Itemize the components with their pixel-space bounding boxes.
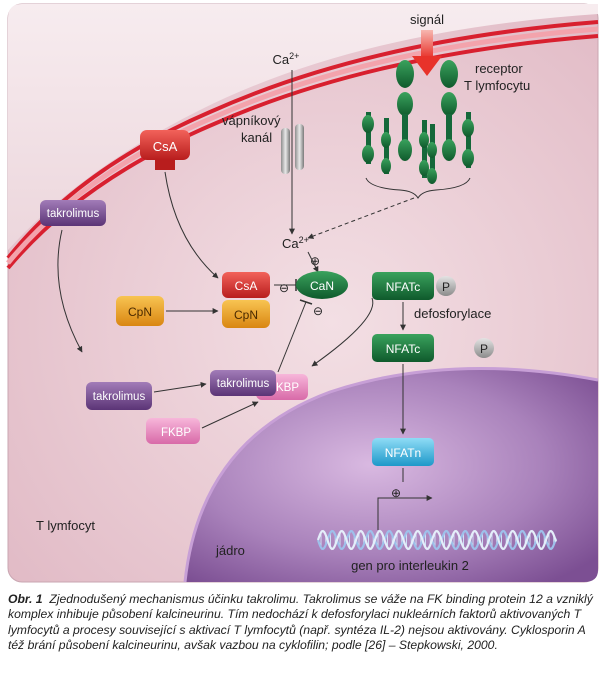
ca-top-text: Ca (273, 52, 290, 67)
can-to-fkbp-arrow (311, 297, 374, 367)
ca-top-label: Ca2+ (273, 51, 300, 67)
nfatc-mid-molecule: NFATc (372, 334, 434, 362)
cpn-complex-text: CpN (234, 308, 258, 322)
minus-can-sign: ⊖ (313, 304, 323, 318)
figure-caption: Obr. 1 Zjednodušený mechanismus účinku t… (8, 592, 600, 654)
p1-text: P (442, 280, 450, 294)
calcium-channel-icon (281, 124, 304, 174)
jadro-label: jádro (215, 543, 245, 558)
dna-helix-icon (316, 529, 558, 551)
ca-mid-label: Ca2+ (282, 235, 309, 251)
signal-arrow-icon (412, 30, 442, 76)
takrolimus-left-text: takrolimus (93, 391, 146, 403)
nfatc-top-molecule: NFATc P (372, 272, 456, 300)
can-text: CaN (310, 279, 334, 293)
csa-to-complex-arrow (164, 171, 219, 279)
fkbp-left-text: FKBP (161, 427, 191, 439)
takrolimus-complex-text: takrolimus (217, 378, 270, 390)
csa-top-molecule: CsA (140, 130, 190, 170)
channel-label-line2: kanál (241, 130, 272, 145)
can-molecule: CaN (296, 271, 348, 299)
nfatc-top-text: NFATc (386, 280, 420, 294)
extracellular-region (8, 4, 598, 250)
fkbp-complex-inhibits-can (277, 301, 307, 373)
receptor-to-ca-arrow (307, 197, 415, 239)
ca-mid-sup: 2+ (299, 235, 309, 245)
takrolimus-left-molecule: takrolimus (86, 382, 152, 410)
fkbp-left-molecule: FKBP (146, 418, 200, 444)
p2-text: P (480, 342, 488, 356)
caption-text: Zjednodušený mechanismus účinku takrolim… (8, 592, 593, 653)
nfatc-mid-text: NFATc (386, 342, 420, 356)
takrolimus-top-text: takrolimus (47, 208, 100, 220)
csa-cpn-complex: CsA CpN (222, 272, 270, 328)
t-lymfocyt-label: T lymfocyt (36, 518, 95, 533)
fkbp-to-complex-arrow (201, 401, 259, 429)
ca-top-sup: 2+ (289, 51, 299, 61)
receptor-label-line2: T lymfocytu (464, 78, 530, 93)
cpn-left-text: CpN (128, 305, 152, 319)
nfatn-text: NFATn (385, 446, 421, 460)
signal-label: signál (410, 12, 444, 27)
takrolimus-to-complex-arrow (153, 381, 207, 393)
receptor-label-line1: receptor (475, 61, 523, 76)
fkbp-complex-text: FKBP (269, 382, 299, 394)
takrolimus-top-arrow (57, 229, 83, 353)
receptor-bracket (365, 177, 471, 200)
gene-activation-arrow (377, 495, 433, 530)
plus-ca-sign: ⊕ (310, 254, 320, 268)
cpn-left-molecule: CpN (116, 296, 164, 326)
nfatn-molecule: NFATn (372, 438, 434, 466)
takrolimus-fkbp-complex: FKBP takrolimus (210, 370, 308, 400)
plus-gene-sign: ⊕ (391, 486, 401, 500)
ca-mid-text: Ca (282, 236, 299, 251)
phosphate-free: P (474, 338, 494, 358)
csa-complex-text: CsA (235, 279, 258, 293)
gene-label: gen pro interleukin 2 (351, 558, 469, 573)
defosforylace-label: defosforylace (414, 306, 491, 321)
minus-complex-sign: ⊖ (279, 281, 289, 295)
channel-label-line1: vápníkový (222, 113, 281, 128)
takrolimus-top-molecule: takrolimus (40, 200, 106, 226)
caption-label: Obr. 1 (8, 592, 43, 606)
nucleus (185, 368, 598, 582)
diagram-frame: signál receptor T lymfocytu Ca2+ (6, 3, 599, 583)
ca-to-can-arrow (307, 251, 319, 273)
receptor-icon (362, 60, 474, 184)
diagram: signál receptor T lymfocytu Ca2+ (6, 3, 599, 583)
csa-top-text: CsA (153, 139, 178, 154)
